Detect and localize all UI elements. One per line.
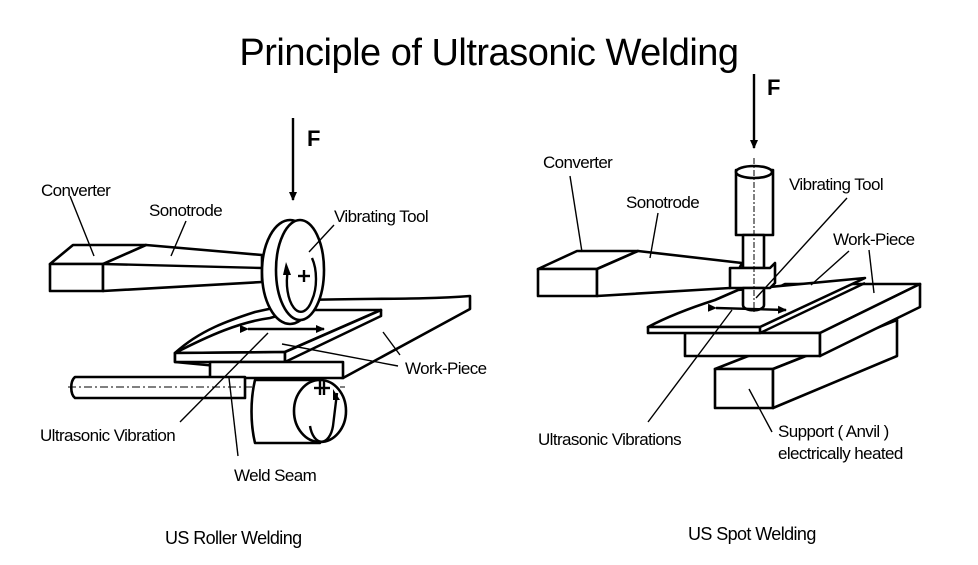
label-vibrating-tool-right: Vibrating Tool [789, 175, 883, 194]
label-work-piece: Work-Piece [405, 359, 487, 378]
label-weld-seam: Weld Seam [234, 466, 317, 485]
spot-welding-diagram: F Converter So [536, 74, 922, 544]
converter-right [536, 267, 599, 298]
label-sonotrode-right: Sonotrode [626, 193, 699, 212]
caption-roller-welding: US Roller Welding [165, 528, 302, 548]
page-title: Principle of Ultrasonic Welding [239, 32, 739, 74]
workpiece-lower-block [208, 360, 345, 380]
roller-welding-diagram: F [40, 118, 487, 548]
label-converter: Converter [41, 181, 111, 200]
rotation-arrow-icon [308, 392, 339, 443]
label-support-line2: electrically heated [778, 444, 903, 463]
vibration-double-arrow-icon-right [707, 303, 787, 314]
label-ultrasonic-vibration: Ultrasonic Vibration [40, 426, 175, 445]
label-work-piece-right: Work-Piece [833, 230, 915, 249]
force-label-right: F [767, 75, 780, 100]
label-vibrating-tool: Vibrating Tool [334, 207, 428, 226]
caption-spot-welding: US Spot Welding [688, 524, 816, 544]
roller-shaft [69, 375, 247, 400]
label-support-line1: Support ( Anvil ) [778, 422, 889, 441]
label-ultrasonic-vibrations: Ultrasonic Vibrations [538, 430, 681, 449]
tool-clamp [728, 261, 777, 290]
force-label: F [307, 126, 320, 151]
label-converter-right: Converter [543, 153, 613, 172]
label-sonotrode: Sonotrode [149, 201, 222, 220]
converter [48, 262, 105, 293]
support-anvil [713, 367, 775, 410]
vibrating-tool [274, 218, 326, 322]
